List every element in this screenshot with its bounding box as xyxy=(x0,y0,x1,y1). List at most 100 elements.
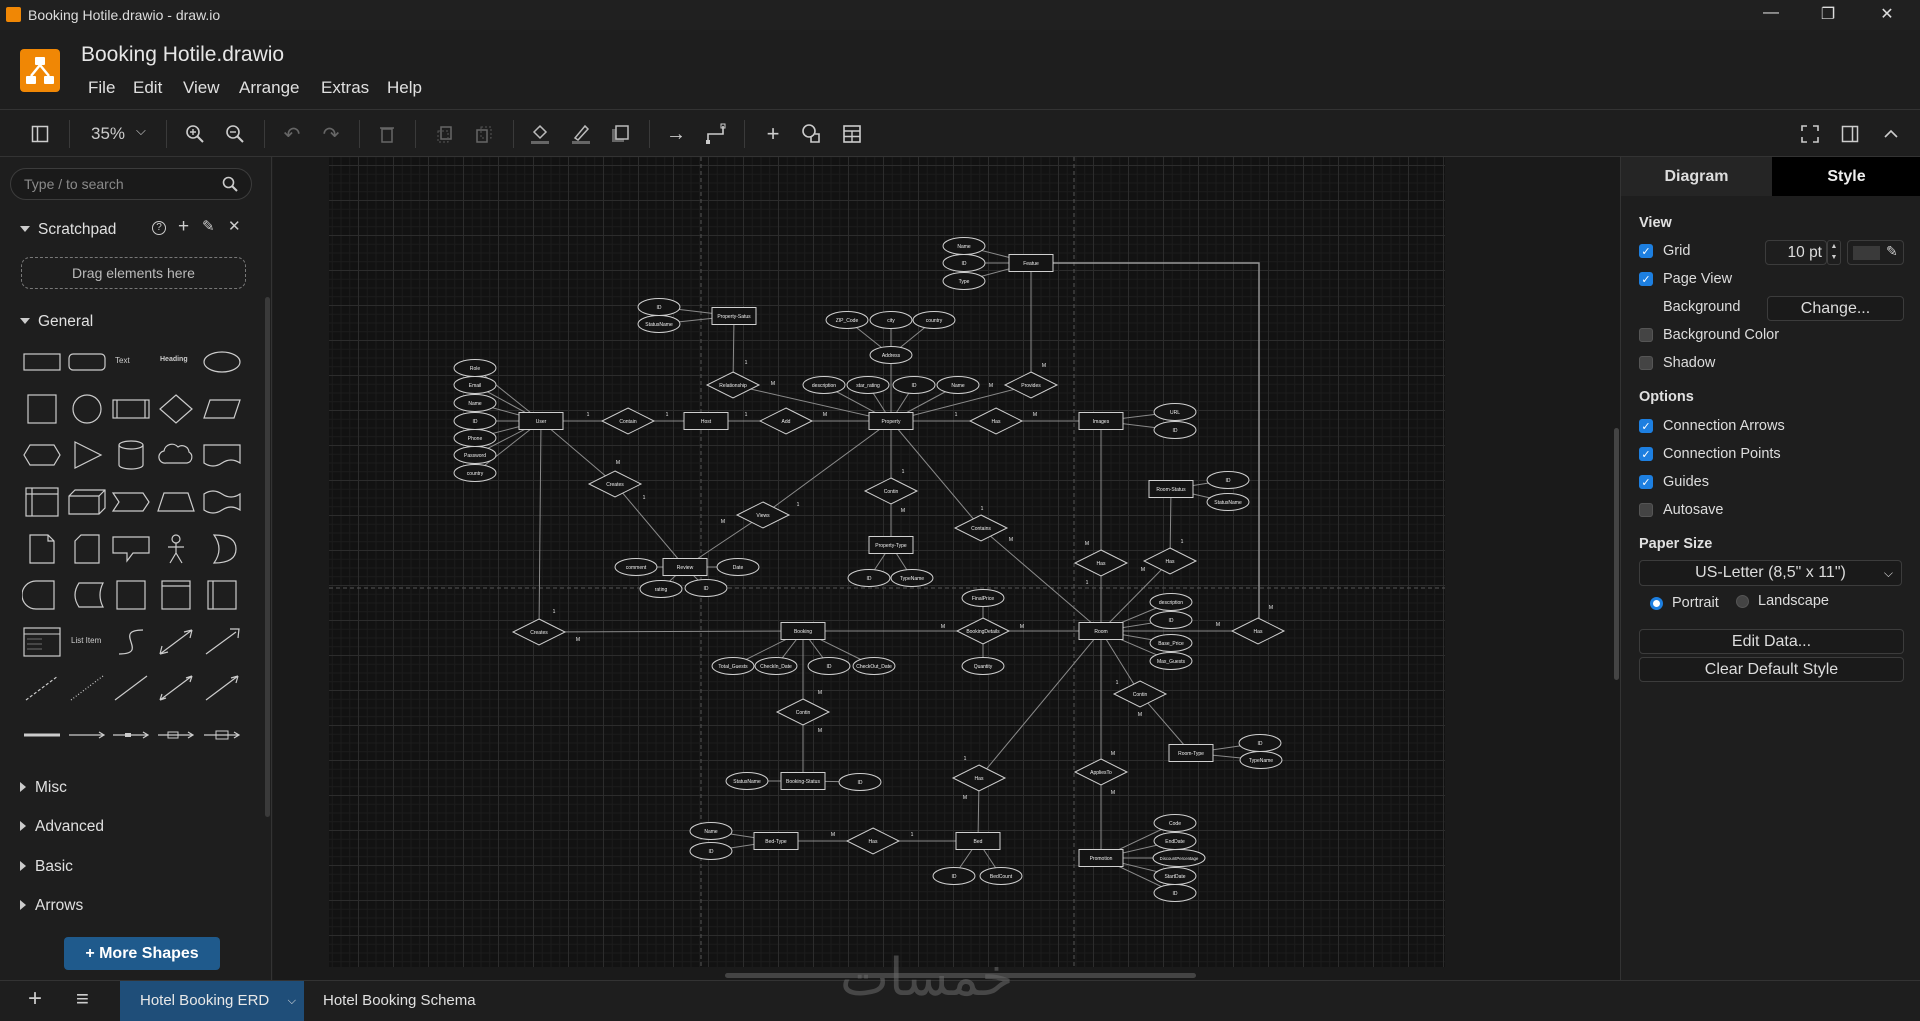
shape-step[interactable] xyxy=(111,486,151,518)
entity-bedtype[interactable]: Bed-Type xyxy=(753,832,799,850)
attribute-pr_code[interactable]: Code xyxy=(1153,814,1197,832)
insert-plus-icon[interactable]: + xyxy=(766,121,780,146)
shape-list[interactable] xyxy=(22,626,62,658)
entity-booking[interactable]: Booking xyxy=(780,622,826,640)
attribute-u_country[interactable]: country xyxy=(453,464,497,482)
entity-rtype[interactable]: Room-Type xyxy=(1168,744,1214,762)
relationship-provides[interactable]: Provides xyxy=(1003,371,1059,399)
guides-checkbox[interactable]: ✓ xyxy=(1639,475,1653,489)
attribute-rm_id[interactable]: ID xyxy=(1149,611,1193,629)
attribute-bs_id[interactable]: ID xyxy=(838,773,882,791)
shape-container[interactable] xyxy=(202,579,242,611)
shapes-icon[interactable] xyxy=(799,122,823,146)
chevron-down-icon[interactable]: ⌵ xyxy=(136,123,146,138)
connector-contains-room[interactable] xyxy=(980,527,1102,632)
edit-pencil-icon[interactable]: ✎ xyxy=(202,218,215,235)
attribute-p_id[interactable]: ID xyxy=(892,376,936,394)
delete-icon[interactable] xyxy=(375,122,399,146)
page-tab-hotel-booking-schema[interactable]: Hotel Booking Schema xyxy=(323,992,476,1009)
connection-arrows-option[interactable]: ✓Connection Arrows xyxy=(1639,418,1785,434)
section-advanced[interactable]: Advanced xyxy=(20,818,104,836)
grid-size-spinner[interactable]: ▲▼ xyxy=(1827,240,1841,265)
page-view-checkbox[interactable]: ✓ xyxy=(1639,272,1653,286)
relationship-has4[interactable]: Has xyxy=(1230,617,1286,645)
landscape-radio[interactable]: Landscape xyxy=(1736,593,1829,609)
relationship-contin3[interactable]: Contin xyxy=(1112,680,1168,708)
connection-arrow-icon[interactable]: → xyxy=(666,122,686,145)
menu-edit[interactable]: Edit xyxy=(133,78,163,97)
shape-frame[interactable] xyxy=(156,579,196,611)
connection-points-checkbox[interactable]: ✓ xyxy=(1639,447,1653,461)
portrait-radio[interactable]: Portrait xyxy=(1650,595,1719,611)
menu-help[interactable]: Help xyxy=(387,78,422,97)
relationship-creates1[interactable]: Creates xyxy=(587,470,643,498)
close-scratchpad-icon[interactable]: ✕ xyxy=(228,218,241,235)
shape-arrow[interactable] xyxy=(202,626,242,658)
connector-user-creates1[interactable] xyxy=(540,420,616,485)
shape-cloud[interactable] xyxy=(156,439,196,471)
shape-connector-2[interactable] xyxy=(111,719,151,751)
shape-square[interactable] xyxy=(22,393,62,425)
shape-trapezoid[interactable] xyxy=(156,486,196,518)
entity-bed[interactable]: Bed xyxy=(955,832,1001,850)
attribute-u_role[interactable]: Role xyxy=(453,359,497,377)
shape-hexagon[interactable] xyxy=(22,439,62,471)
grid-option[interactable]: ✓Grid xyxy=(1639,243,1690,259)
shape-dashed-line[interactable] xyxy=(22,672,62,704)
format-panel-icon[interactable] xyxy=(1838,122,1862,146)
autosave-option[interactable]: Autosave xyxy=(1639,502,1723,518)
grid-color-button[interactable]: ✎ xyxy=(1847,240,1904,265)
grid-checkbox[interactable]: ✓ xyxy=(1639,244,1653,258)
connector-views-property[interactable] xyxy=(762,420,892,516)
to-back-icon[interactable] xyxy=(472,122,496,146)
shadow-option[interactable]: Shadow xyxy=(1639,355,1715,371)
more-shapes-button[interactable]: + More Shapes xyxy=(64,937,220,970)
clear-default-style-button[interactable]: Clear Default Style xyxy=(1639,657,1904,682)
relationship-contain[interactable]: Contain xyxy=(600,407,656,435)
shape-rectangle[interactable] xyxy=(22,346,62,378)
attribute-b_in[interactable]: CheckIn_Date xyxy=(754,657,798,675)
attribute-r_rating[interactable]: rating xyxy=(639,580,683,598)
attribute-rm_guests[interactable]: Max_Guests xyxy=(1149,652,1193,670)
attribute-r_comment[interactable]: comment xyxy=(614,558,658,576)
attribute-img_id[interactable]: ID xyxy=(1153,421,1197,439)
shape-bidirectional-arrow[interactable] xyxy=(156,626,196,658)
relationship-has1[interactable]: Has xyxy=(968,407,1024,435)
guides-option[interactable]: ✓Guides xyxy=(1639,474,1709,490)
table-icon[interactable] xyxy=(840,122,864,146)
page-tab-hotel-booking-erd[interactable]: Hotel Booking ERD⌵ xyxy=(120,981,304,1021)
attribute-rt_name[interactable]: TypeName xyxy=(1239,751,1283,769)
relationship-has6[interactable]: Has xyxy=(845,827,901,855)
grid-size-input[interactable]: 10 pt xyxy=(1765,240,1827,265)
connector-room-contin3[interactable] xyxy=(1100,630,1141,695)
entity-review[interactable]: Review xyxy=(662,558,708,576)
attribute-bs_name[interactable]: StatusName xyxy=(725,772,769,790)
shape-internal-storage[interactable] xyxy=(22,486,62,518)
attribute-b_total[interactable]: Total_Guests xyxy=(711,657,755,675)
minimize-button[interactable]: — xyxy=(1763,4,1779,21)
attribute-pt_id[interactable]: ID xyxy=(847,569,891,587)
zoom-level-dropdown[interactable]: 35% xyxy=(91,124,126,143)
attribute-country[interactable]: country xyxy=(912,311,956,329)
menu-view[interactable]: View xyxy=(183,78,220,97)
relationship-has5[interactable]: Has xyxy=(951,764,1007,792)
relationship-creates2[interactable]: Creates xyxy=(511,618,567,646)
attribute-u_phone[interactable]: Phone xyxy=(453,429,497,447)
shape-data-storage[interactable] xyxy=(21,579,62,611)
toggle-sidebar-icon[interactable] xyxy=(28,122,52,146)
attribute-bd_price[interactable]: FinalPrice xyxy=(961,589,1005,607)
relationship-has2[interactable]: Has xyxy=(1073,549,1129,577)
attribute-b_out[interactable]: CheckOut_Date xyxy=(852,657,896,675)
attribute-f_id[interactable]: ID xyxy=(942,254,986,272)
connection-points-option[interactable]: ✓Connection Points xyxy=(1639,446,1781,462)
tab-style[interactable]: Style xyxy=(1772,157,1920,196)
connector-room-has5[interactable] xyxy=(978,630,1102,779)
attribute-u_email[interactable]: Email xyxy=(453,376,497,394)
connector-creates1-review[interactable] xyxy=(614,483,686,568)
entity-host[interactable]: Host xyxy=(683,412,729,430)
zoom-out-icon[interactable] xyxy=(223,122,247,146)
menu-file[interactable]: File xyxy=(88,78,116,97)
connector-has3-room[interactable] xyxy=(1100,560,1171,632)
connector-creates2-booking[interactable] xyxy=(538,630,804,633)
shadow-icon[interactable] xyxy=(608,122,632,146)
